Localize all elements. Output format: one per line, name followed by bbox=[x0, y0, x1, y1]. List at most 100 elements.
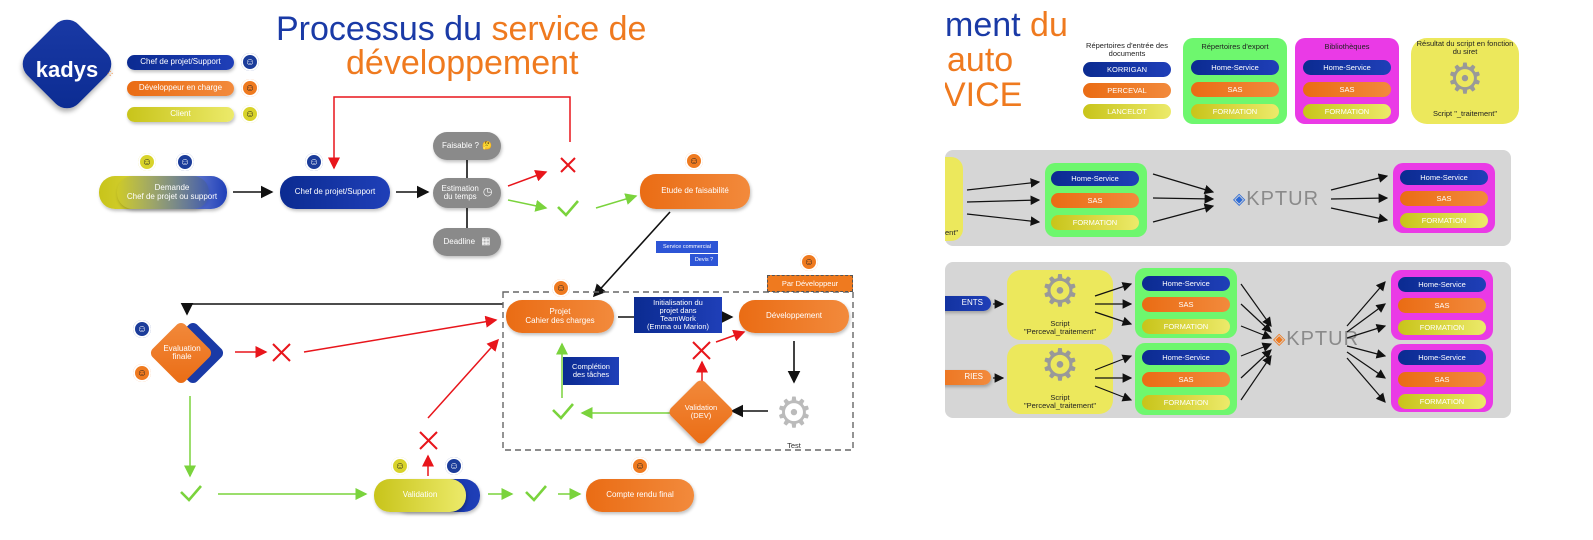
test-label: Test bbox=[787, 440, 801, 450]
client-avatar-icon: ☺ bbox=[241, 105, 259, 123]
node-etude: Etude de faisabilité bbox=[640, 174, 750, 209]
logo-dots-icon: ⁘ bbox=[106, 69, 115, 80]
dev-avatar-icon: ☺ bbox=[133, 364, 151, 382]
band1-biblio-sas: SAS bbox=[1400, 191, 1488, 206]
band1-home-service: Home-Service bbox=[1051, 171, 1139, 186]
export-home-service: Home-Service bbox=[1191, 60, 1279, 75]
dev-avatar-icon: ☺ bbox=[631, 457, 649, 475]
entree-lancelot: LANCELOT bbox=[1083, 104, 1171, 119]
band2-home-service-2: Home-Service bbox=[1142, 350, 1230, 365]
logo-text: kadys bbox=[35, 57, 99, 82]
header-biblio: Bibliothèques bbox=[1324, 41, 1370, 51]
approve-icon bbox=[180, 200, 579, 502]
node-deadline: Deadline ▦ bbox=[433, 228, 501, 256]
biblio-formation: FORMATION bbox=[1303, 104, 1391, 119]
node-faisable: Faisable ?🤔 bbox=[433, 132, 501, 160]
projet-label: Projet Cahier des charges bbox=[525, 307, 595, 325]
entree-korrigan: KORRIGAN bbox=[1083, 62, 1171, 77]
kptur-text-2: KPTUR bbox=[1286, 327, 1360, 350]
band2-sas-2: SAS bbox=[1142, 372, 1230, 387]
script-perceval-label-1: Script "Perceval_traitement" bbox=[1023, 318, 1097, 336]
faisable-label: Faisable ? bbox=[442, 140, 479, 150]
chef-avatar-icon: ☺ bbox=[241, 53, 259, 71]
band1-formation: FORMATION bbox=[1051, 215, 1139, 230]
dev-avatar-icon: ☺ bbox=[552, 279, 570, 297]
kptur-k-icon: ◈ bbox=[1232, 191, 1247, 208]
export-formation: FORMATION bbox=[1191, 104, 1279, 119]
script-box-1 bbox=[1007, 270, 1113, 340]
chef-avatar-icon: ☺ bbox=[305, 153, 323, 171]
dev-avatar-icon: ☺ bbox=[685, 152, 703, 170]
page-title-line2: développement bbox=[346, 44, 579, 82]
band2-biblio-home-service-2: Home-Service bbox=[1398, 350, 1486, 365]
export-sas: SAS bbox=[1191, 82, 1279, 97]
node-estimation: Estimation du temps◷ bbox=[433, 178, 501, 208]
band2-label-2: RIES bbox=[964, 372, 983, 382]
band2-formation-1: FORMATION bbox=[1142, 319, 1230, 334]
client-avatar-icon: ☺ bbox=[391, 457, 409, 475]
right-title-line1: ment du bbox=[945, 8, 1068, 42]
service-commercial-box: Service commercial bbox=[656, 241, 718, 253]
title-part-1: Processus du bbox=[276, 10, 492, 48]
legend-dev: Développeur en charge bbox=[127, 81, 234, 96]
band2-entree-pill-2: RIES bbox=[945, 370, 991, 385]
band1-yellow-source bbox=[945, 157, 963, 241]
validation-dev-label: Validation (DEV) bbox=[684, 403, 718, 420]
node-initialisation: Initialisation du projet dans TeamWork (… bbox=[634, 297, 722, 333]
reject-icon bbox=[272, 157, 711, 450]
dev-avatar-icon: ☺ bbox=[241, 79, 259, 97]
header-resultat: Résultat du script en fonction du siret bbox=[1416, 38, 1514, 56]
calendar-icon: ▦ bbox=[481, 235, 491, 247]
band2-sas-1: SAS bbox=[1142, 297, 1230, 312]
band2-biblio-formation-2: FORMATION bbox=[1398, 394, 1486, 409]
script-traitement-label: Script "_traitement" bbox=[1432, 108, 1498, 118]
legend-client: Client bbox=[127, 107, 234, 122]
kptur-logo-2: ◈KPTUR bbox=[1261, 328, 1371, 350]
right-title-line2: auto bbox=[947, 41, 1014, 79]
biblio-sas: SAS bbox=[1303, 82, 1391, 97]
title-part-2: service de bbox=[491, 10, 647, 48]
right-panel: ment du auto VICE Répertoires d'entrée d… bbox=[945, 0, 1593, 540]
demande-label: Demande Chef de projet ou support bbox=[126, 183, 218, 201]
clock-icon: ◷ bbox=[482, 186, 493, 199]
script-box-2 bbox=[1007, 344, 1113, 414]
deadline-label: Deadline bbox=[443, 236, 476, 246]
biblio-home-service: Home-Service bbox=[1303, 60, 1391, 75]
page-title: Processus du service de bbox=[276, 12, 676, 46]
node-demande-text: Demande Chef de projet ou support bbox=[117, 176, 227, 209]
band2-home-service-1: Home-Service bbox=[1142, 276, 1230, 291]
header-export: Répertoires d'export bbox=[1201, 41, 1269, 51]
dev-avatar-icon: ☺ bbox=[800, 253, 818, 271]
band1-biblio-home-service: Home-Service bbox=[1400, 170, 1488, 185]
band2-biblio-home-service-1: Home-Service bbox=[1398, 277, 1486, 292]
client-avatar-icon: ☺ bbox=[138, 153, 156, 171]
band2-entree-pill-1: ENTS bbox=[945, 296, 991, 311]
gear-icon: ⚙ bbox=[1040, 266, 1080, 316]
par-developpeur-box: Par Développeur bbox=[767, 275, 853, 292]
devis-box: Devis ? bbox=[690, 254, 718, 266]
node-developpement: Développement bbox=[739, 300, 849, 333]
node-compte-rendu: Compte rendu final bbox=[586, 479, 694, 512]
thinking-emoji-icon: 🤔 bbox=[481, 140, 492, 150]
kptur-k-icon: ◈ bbox=[1272, 331, 1287, 348]
gear-icon: ⚙ bbox=[1040, 340, 1080, 390]
evaluation-label: Evaluation finale bbox=[163, 343, 201, 361]
completion-label: Complétion des tâches bbox=[572, 362, 610, 379]
right-title-part-1: ment bbox=[945, 6, 1031, 44]
chef-avatar-icon: ☺ bbox=[176, 153, 194, 171]
chef-avatar-icon: ☺ bbox=[445, 457, 463, 475]
band2-formation-2: FORMATION bbox=[1142, 395, 1230, 410]
initialisation-label: Initialisation du projet dans TeamWork (… bbox=[646, 298, 710, 331]
right-title-line3: VICE bbox=[945, 76, 1023, 114]
header-entree: Répertoires d'entrée des documents bbox=[1086, 40, 1168, 58]
script-perceval-label-2: Script "Perceval_traitement" bbox=[1023, 392, 1097, 410]
band1-sas: SAS bbox=[1051, 193, 1139, 208]
kadys-logo: kadys ⁘ bbox=[16, 13, 118, 115]
kptur-logo: ◈KPTUR bbox=[1221, 188, 1331, 210]
right-flow-arrows bbox=[966, 173, 1389, 403]
right-title-part-2: du bbox=[1030, 6, 1068, 44]
band2-biblio-formation-1: FORMATION bbox=[1398, 320, 1486, 335]
band2-biblio-sas-1: SAS bbox=[1398, 298, 1486, 313]
kptur-text: KPTUR bbox=[1246, 187, 1320, 210]
node-validation: Validation bbox=[374, 479, 466, 512]
